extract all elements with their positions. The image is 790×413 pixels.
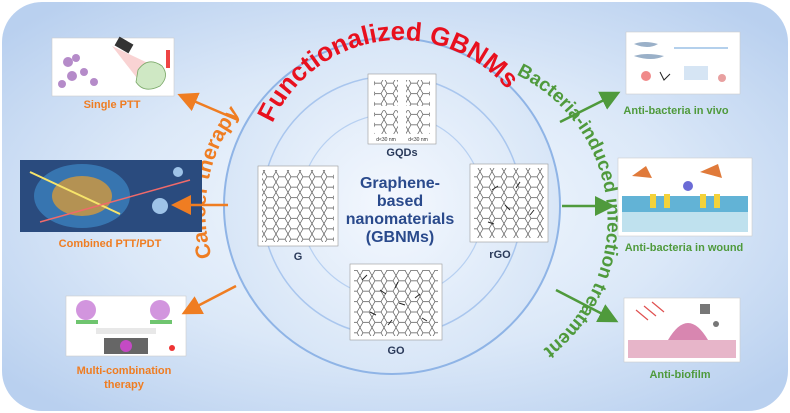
multi-combination-label-line-1: Multi-combination: [77, 365, 172, 377]
arrow-to-multi-combination: [181, 284, 237, 315]
g-label: G: [294, 251, 303, 263]
combined-ptt-pdt-image: [20, 160, 202, 232]
center-text-line-2: based: [377, 193, 423, 210]
g-panel: [257, 165, 339, 247]
arrow-to-anti-biofilm: [555, 288, 619, 323]
gqds-size-label-1: d<30 nm: [376, 137, 396, 143]
gqds-size-label-2: d<30 nm: [408, 137, 428, 143]
anti-bacteria-in-wound-image: [617, 157, 753, 237]
combined-ptt-pdt-label: Combined PTT/PDT: [59, 238, 162, 250]
anti-bacteria-in-wound-label: Anti-bacteria in wound: [625, 242, 744, 254]
gqds-label: GQDs: [386, 147, 417, 159]
multi-combination-image: [65, 295, 187, 357]
single-ptt-image: [51, 36, 175, 97]
anti-biofilm-image: [623, 297, 741, 363]
center-text-line-3: nanomaterials: [346, 211, 455, 228]
gqds-panel: d<30 nm d<30 nm: [367, 73, 437, 145]
go-label: GO: [387, 345, 405, 357]
anti-biofilm-label: Anti-biofilm: [649, 369, 710, 381]
rgo-panel: [469, 163, 549, 243]
center-text-line-1: Graphene-: [360, 175, 440, 192]
center-text-line-4: (GBNMs): [366, 229, 434, 246]
multi-combination-label-line-2: therapy: [104, 379, 145, 391]
single-ptt-label: Single PTT: [84, 99, 141, 111]
rgo-label: rGO: [489, 249, 511, 261]
anti-bacteria-in-vivo-image: [625, 31, 741, 95]
arrow-to-single-ptt: [177, 92, 239, 122]
go-panel: [349, 263, 443, 341]
anti-bacteria-in-vivo-label: Anti-bacteria in vivo: [623, 105, 728, 117]
arrow-to-anti-bacteria-in-vivo: [559, 91, 621, 124]
